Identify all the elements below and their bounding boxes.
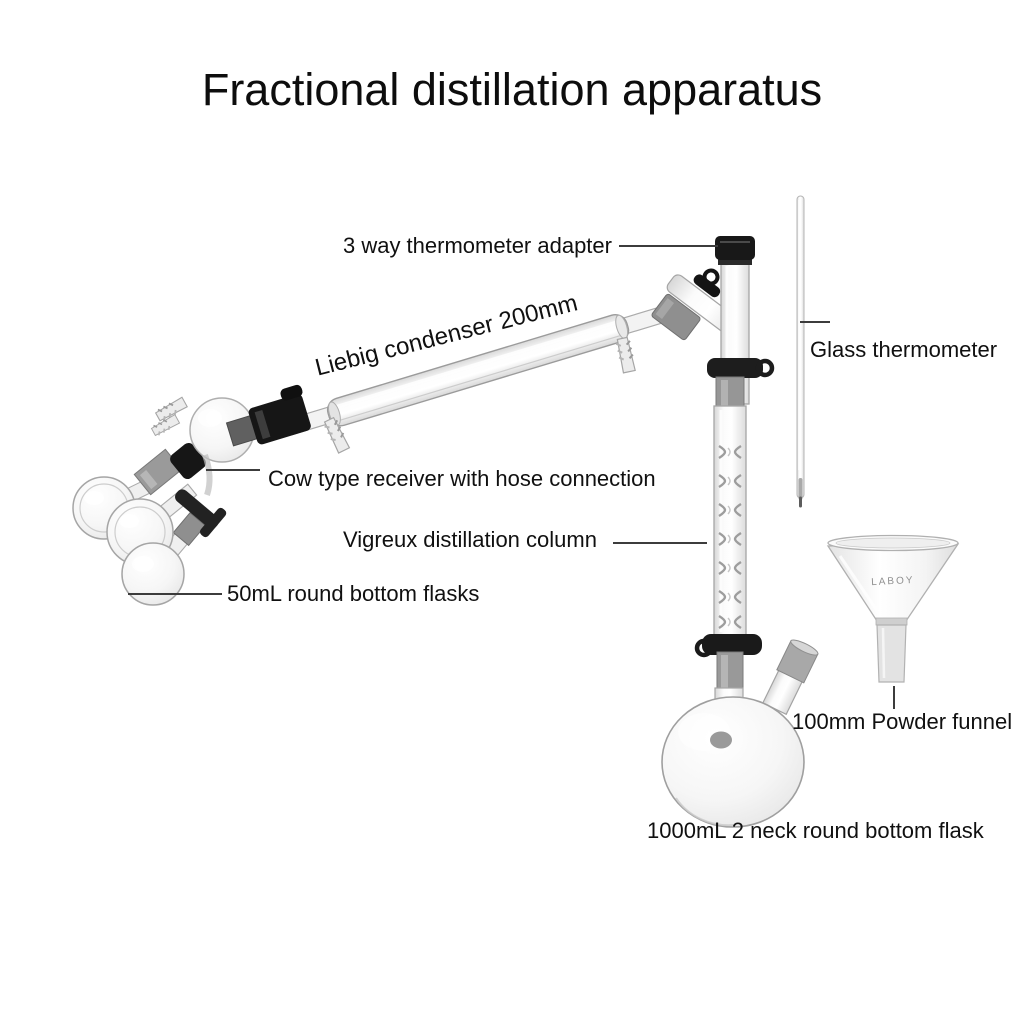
thermometer-port-cap xyxy=(715,236,755,260)
cap-thread-band xyxy=(718,256,752,265)
page-title: Fractional distillation apparatus xyxy=(201,64,823,115)
flask-side-neck xyxy=(762,639,819,716)
label-1000ml-flask: 1000mL 2 neck round bottom flask xyxy=(647,818,984,843)
lower-column-joint xyxy=(694,634,762,693)
condenser-hose-barb-right xyxy=(614,335,638,375)
glass-thermometer xyxy=(796,195,805,508)
flask-50ml-3 xyxy=(121,542,185,606)
ground-joint-collar xyxy=(651,293,701,341)
keck-clip-icon xyxy=(707,358,763,378)
powder-funnel: LABOY xyxy=(826,534,960,683)
label-glass-thermometer: Glass thermometer xyxy=(810,337,998,362)
funnel-brand-mark: LABOY xyxy=(871,575,915,588)
keck-clip-icon xyxy=(702,634,762,655)
keck-clip-icon xyxy=(693,268,721,298)
vigreux-distillation-column xyxy=(713,405,747,638)
label-powder-funnel: 100mm Powder funnel xyxy=(792,709,1013,734)
round-bottom-flask-1000ml xyxy=(661,639,819,828)
receiver-adapter-fitting xyxy=(225,384,311,447)
label-cow-type-receiver: Cow type receiver with hose connection xyxy=(268,466,656,491)
clip-bracket xyxy=(175,489,227,538)
label-50ml-flasks: 50mL round bottom flasks xyxy=(227,581,480,606)
upper-column-joint xyxy=(707,358,775,409)
keck-clip-icon xyxy=(170,442,206,480)
label-vigreux-column: Vigreux distillation column xyxy=(343,527,597,552)
flask-frosted-spot xyxy=(710,731,732,749)
label-3-way-thermometer-adapter: 3 way thermometer adapter xyxy=(342,233,612,258)
funnel-stem xyxy=(876,624,907,683)
liebig-condenser xyxy=(287,301,681,436)
leader-lines xyxy=(128,245,895,709)
cow-type-receiver xyxy=(133,384,311,538)
